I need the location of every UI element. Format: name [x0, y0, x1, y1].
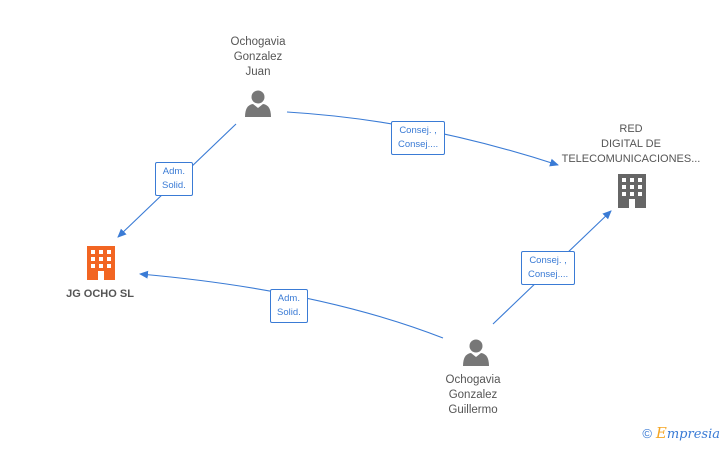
edge-label-juan-jg-ocho: Adm. Solid.	[155, 162, 193, 196]
copyright-symbol: ©	[642, 426, 652, 441]
company-label-jg-ocho[interactable]: JG OCHO SL	[66, 288, 134, 300]
empresia-logo[interactable]: ©Empresia	[642, 424, 720, 442]
building-icon[interactable]	[618, 174, 646, 208]
edge-label-guillermo-jg-ocho: Adm. Solid.	[270, 289, 308, 323]
company-label-red-digital[interactable]: RED DIGITAL DE TELECOMUNICACIONES...	[561, 123, 701, 165]
brand-name: mpresia	[666, 427, 720, 442]
person-label-juan[interactable]: Ochogavia Gonzalez Juan	[230, 36, 286, 78]
brand-initial: E	[655, 424, 667, 442]
edge-label-juan-red-digital: Consej. , Consej....	[391, 121, 446, 155]
building-icon[interactable]	[87, 246, 115, 280]
edge-label-guillermo-red-digital: Consej. , Consej....	[521, 251, 576, 285]
person-icon[interactable]	[245, 90, 271, 118]
person-label-guillermo[interactable]: Ochogavia Gonzalez Guillermo	[445, 374, 501, 416]
person-icon[interactable]	[463, 339, 489, 367]
